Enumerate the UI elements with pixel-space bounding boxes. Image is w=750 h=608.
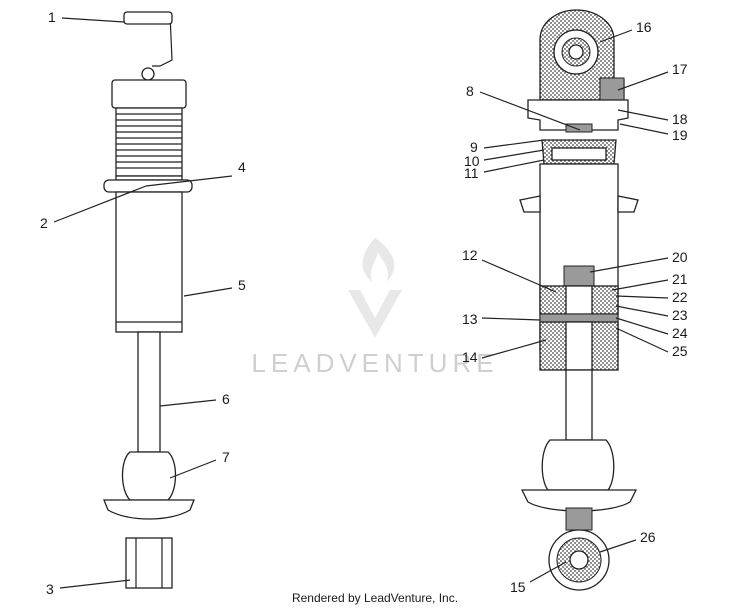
callout-18: 18 [672,111,688,127]
piston-ring [539,313,619,323]
top-cap [111,79,187,109]
callout-4: 4 [238,159,246,175]
shaft [137,331,161,453]
top-cap-flange [527,99,629,131]
piston-cap [565,123,593,133]
callout-7: 7 [222,449,230,465]
fitting-nut [141,67,155,81]
callout-22: 22 [672,289,688,305]
footer-credit: Rendered by LeadVenture, Inc. [292,591,458,605]
callout-16: 16 [636,19,652,35]
adjuster-threads [115,107,183,177]
callout-14: 14 [462,349,478,365]
callout-8: 8 [466,83,474,99]
callout-25: 25 [672,343,688,359]
callout-21: 21 [672,271,688,287]
callout-10: 10 [464,153,480,169]
callout-13: 13 [462,311,478,327]
callout-labels: 1 2 3 4 5 6 7 8 9 10 11 12 13 14 15 16 1… [40,9,688,597]
leader-lines [53,17,669,589]
cutaway-shaft [565,369,593,441]
reservoir-fitting [123,11,173,25]
callout-26: 26 [640,529,656,545]
lower-eye [125,537,173,589]
callout-11: 11 [464,165,479,181]
callout-12: 12 [462,247,478,263]
watermark: LEADVENTURE [251,238,498,378]
callout-15: 15 [510,579,526,595]
flame-v-logo-icon [348,238,402,338]
piston-nut [563,265,595,287]
watermark-text: LEADVENTURE [251,348,498,378]
cutaway-bumper [541,439,615,491]
callout-6: 6 [222,391,230,407]
callout-23: 23 [672,307,688,323]
left-shock-assembly [103,11,195,589]
callout-20: 20 [672,249,688,265]
callout-2: 2 [40,215,48,231]
callout-24: 24 [672,325,688,341]
callout-17: 17 [672,61,688,77]
bumper [121,451,177,501]
callout-9: 9 [470,139,478,155]
spring-retainer [103,499,195,520]
callout-5: 5 [238,277,246,293]
right-shock-cutaway [519,9,639,591]
callout-19: 19 [672,127,688,143]
callout-1: 1 [48,9,56,25]
threaded-stud [565,507,593,531]
shock-body [115,191,183,333]
callout-3: 3 [46,581,54,597]
